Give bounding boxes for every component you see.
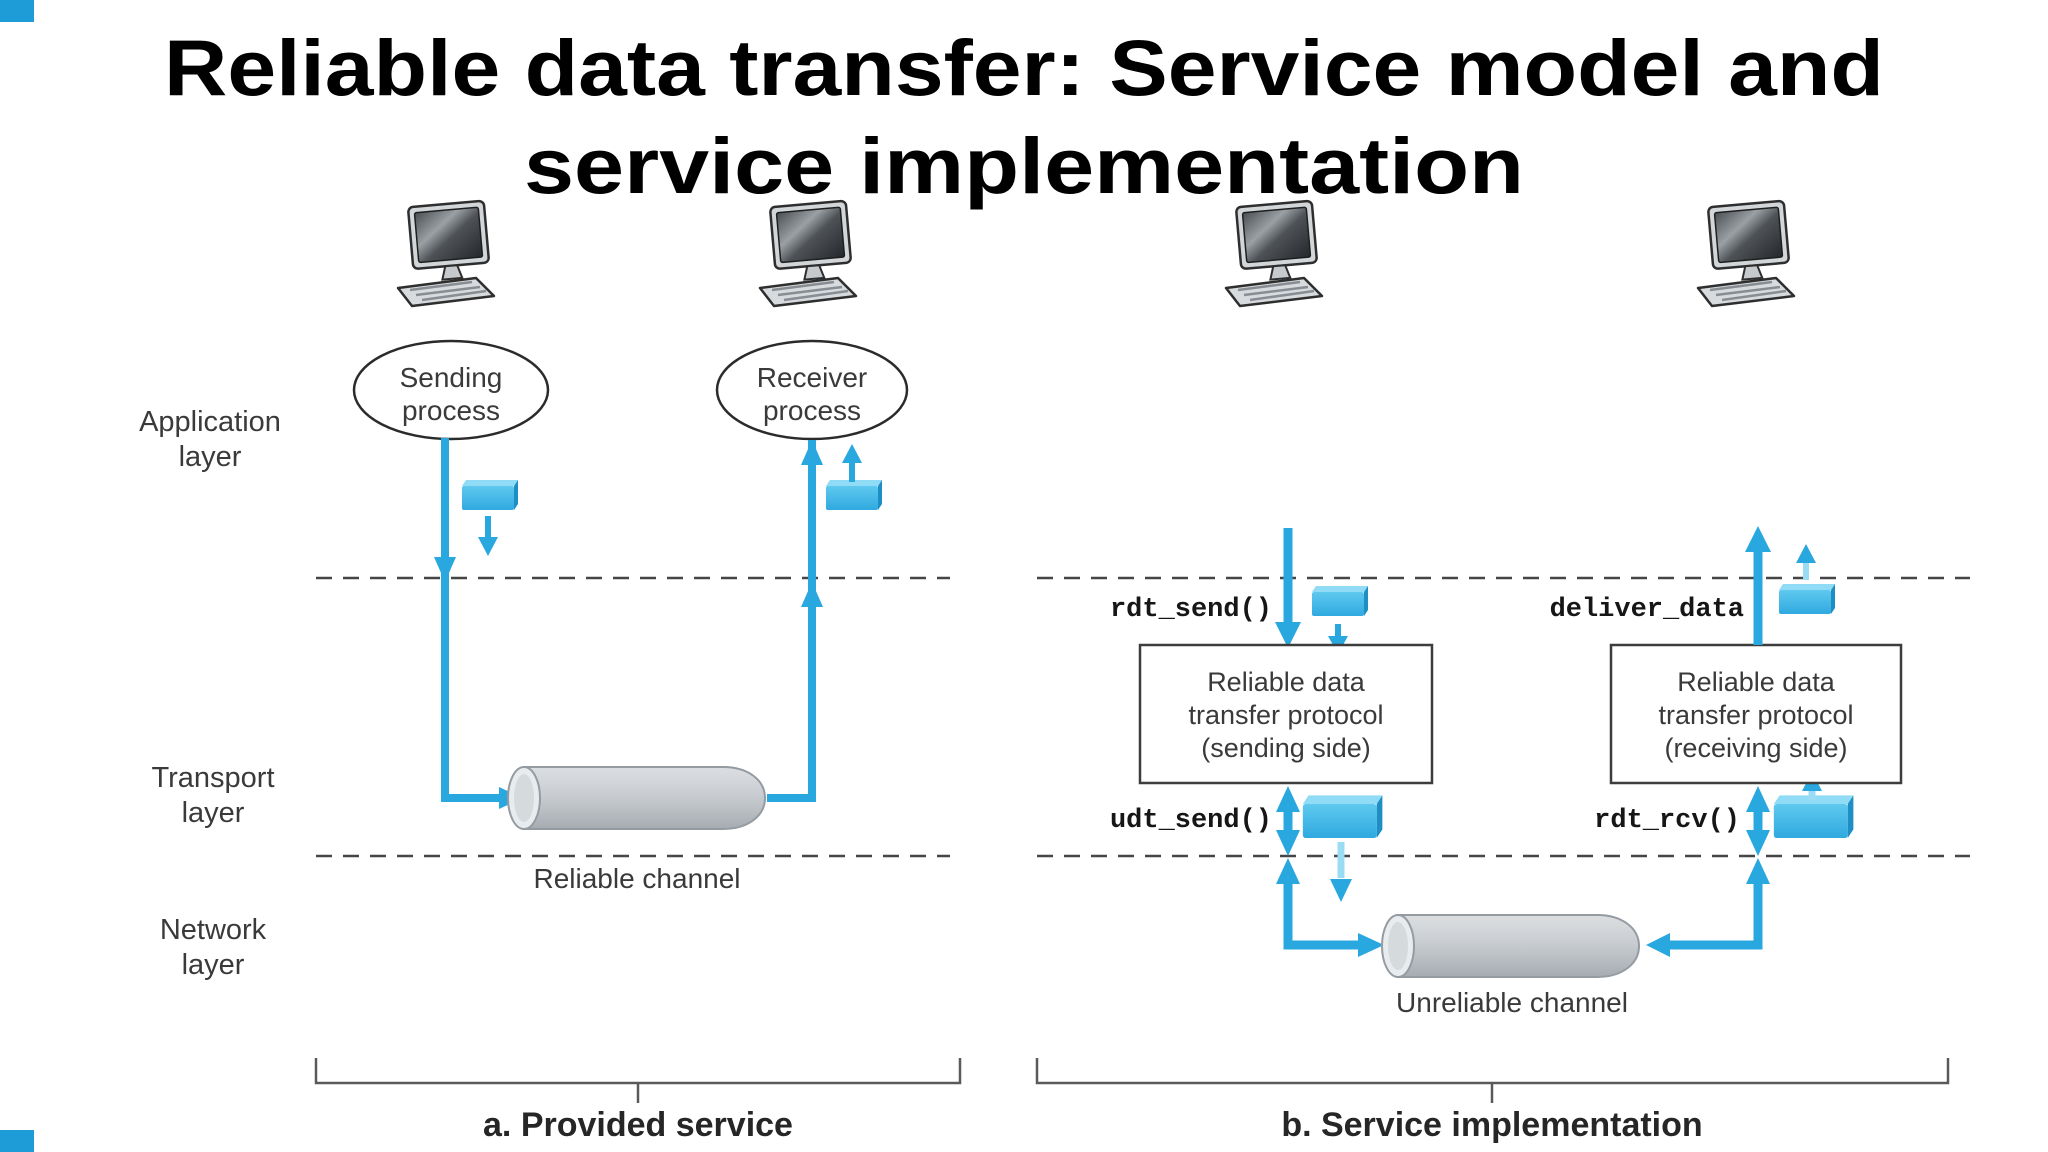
receiving-protocol-box-line1: Reliable data [1677, 667, 1836, 697]
computer-icon [396, 199, 496, 308]
receiver-process-label-line2: process [763, 395, 861, 426]
unreliable-channel-cylinder [1381, 914, 1640, 978]
application-layer-label-line2: layer [179, 441, 242, 473]
transport-layer-label-line2: layer [182, 797, 245, 829]
transport-layer-label-line1: Transport [151, 762, 274, 794]
application-layer-label-line1: Application [139, 406, 281, 438]
rdt-send-label: rdt_send() [1110, 595, 1272, 625]
packet-icon [826, 444, 882, 510]
page-title-line1: Reliable data transfer: Service model an… [164, 23, 1884, 112]
packet-icon [1302, 795, 1383, 902]
bracket-b [1035, 1058, 1950, 1085]
sending-protocol-box-line3: (sending side) [1201, 733, 1371, 763]
udt-send-label: udt_send() [1110, 806, 1272, 836]
reliable-channel-label: Reliable channel [533, 863, 740, 894]
network-layer-label-line2: layer [182, 949, 245, 981]
rdt-rcv-arrow [1746, 786, 1770, 856]
udt-send-arrow [1276, 786, 1300, 856]
packet-icon [1779, 544, 1835, 614]
computer-icon [758, 199, 858, 308]
receive-data-arrow [767, 440, 823, 802]
sender-channel-arrow [1276, 858, 1384, 957]
rdt-rcv-label: rdt_rcv() [1594, 806, 1740, 836]
slide-corner-decoration-top [0, 0, 34, 22]
receiver-process-oval [715, 339, 909, 441]
computer-icon [1224, 199, 1324, 308]
receiver-process-label-line1: Receiver [757, 362, 867, 393]
application-layer-label: Application layer [139, 406, 281, 473]
slide-corner-decoration-bottom [0, 1130, 34, 1152]
caption-a: a. Provided service [483, 1106, 793, 1144]
receiving-protocol-box-line2: transfer protocol [1658, 700, 1853, 730]
computer-icon [1696, 199, 1796, 308]
sending-protocol-box-line1: Reliable data [1207, 667, 1366, 697]
caption-b: b. Service implementation [1281, 1106, 1702, 1144]
sending-protocol-box [1138, 643, 1434, 785]
receiving-protocol-box-line3: (receiving side) [1664, 733, 1847, 763]
reliable-channel-cylinder [507, 766, 766, 830]
unreliable-channel-label: Unreliable channel [1396, 987, 1628, 1018]
sending-process-oval [352, 339, 550, 441]
deliver-data-arrow [1745, 526, 1771, 645]
bracket-a [314, 1058, 962, 1085]
receiver-channel-arrow [1646, 858, 1770, 957]
network-layer-label: Network layer [160, 914, 267, 981]
transport-layer-label: Transport layer [151, 762, 274, 829]
page-title-line2: service implementation [524, 121, 1524, 210]
rdt-send-arrow [1275, 528, 1301, 648]
packet-icon [462, 480, 518, 556]
network-layer-label-line1: Network [160, 914, 267, 946]
sending-process-label-line2: process [402, 395, 500, 426]
sending-process-label-line1: Sending [400, 362, 503, 393]
deliver-data-label: deliver_data [1550, 595, 1744, 625]
sending-protocol-box-line2: transfer protocol [1188, 700, 1383, 730]
